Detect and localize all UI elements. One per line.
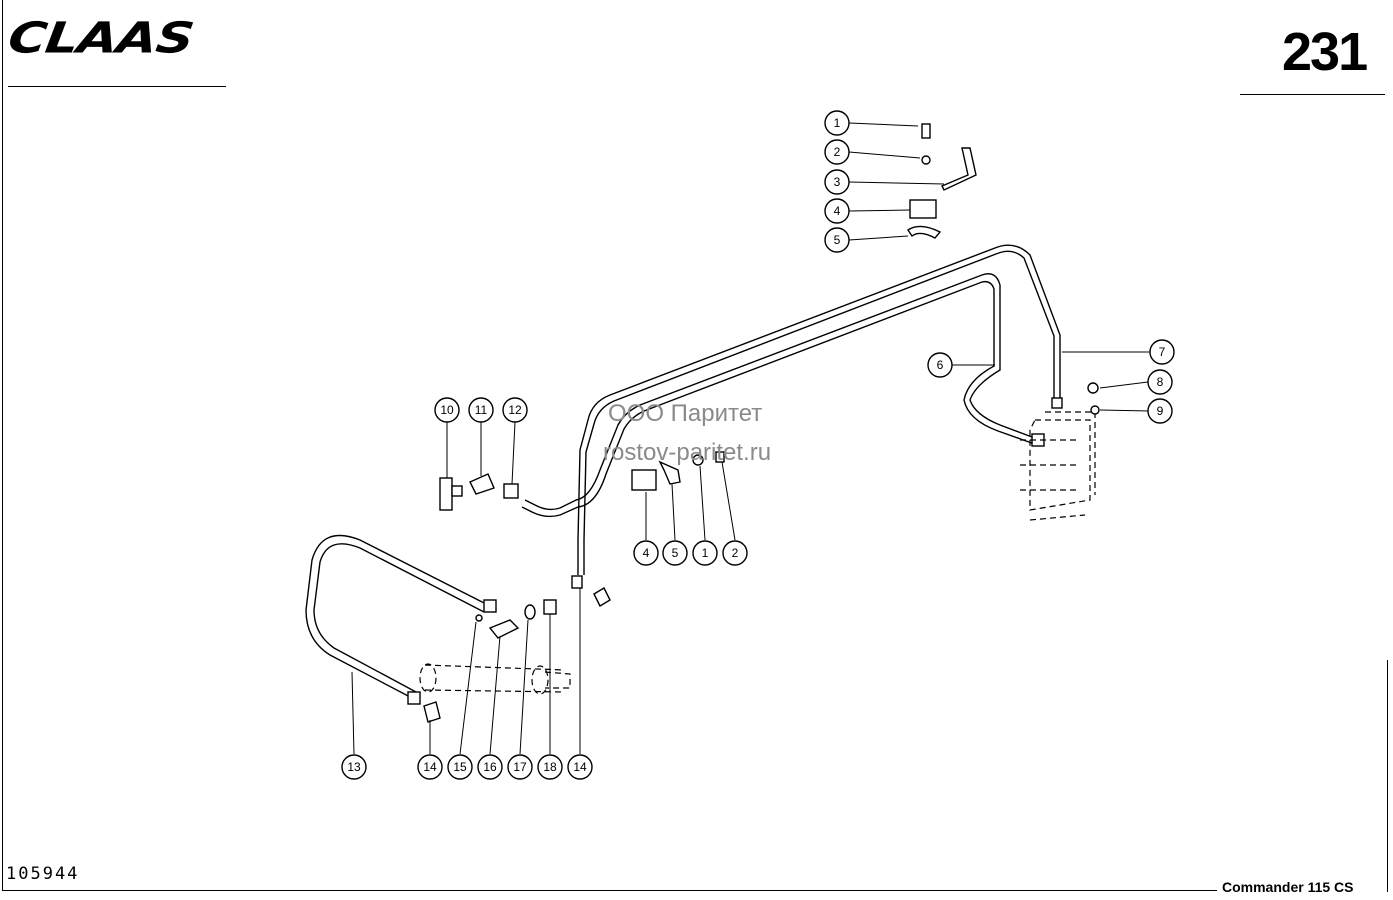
washer-part (524, 604, 536, 620)
clamp-group-top (907, 123, 977, 239)
svg-text:7: 7 (1159, 345, 1166, 359)
pipe-6 (521, 273, 1045, 518)
callout-9: 9 (1147, 398, 1173, 424)
swivel-part (488, 619, 520, 639)
svg-text:12: 12 (508, 403, 522, 417)
callout-top-3: 3 (824, 169, 850, 195)
svg-text:18: 18 (543, 760, 557, 774)
callout-6: 6 (927, 352, 953, 378)
nut-part (921, 155, 931, 165)
callout-12: 12 (502, 397, 528, 423)
tee-fitting (439, 477, 453, 511)
clamp-half-part (907, 225, 942, 239)
svg-text:14: 14 (573, 760, 587, 774)
leaders-top (848, 122, 945, 241)
clamp-block-part (909, 199, 937, 219)
nut-part (692, 454, 704, 466)
callout-7: 7 (1149, 339, 1175, 365)
hose-end (407, 691, 421, 705)
svg-text:1: 1 (702, 546, 709, 560)
callout-top-5: 5 (824, 227, 850, 253)
svg-text:15: 15 (453, 760, 467, 774)
callout-10: 10 (434, 397, 460, 423)
clamp-group-middle (631, 451, 736, 541)
svg-text:8: 8 (1157, 375, 1164, 389)
valve-block (1020, 397, 1096, 521)
elbow-part (593, 587, 611, 607)
svg-text:1: 1 (834, 116, 841, 130)
model-name: Commander 115 CS (1222, 879, 1354, 895)
callout-14a: 14 (417, 754, 443, 780)
nut-part (543, 599, 557, 615)
svg-text:17: 17 (513, 760, 527, 774)
tee-branch (451, 485, 463, 497)
svg-text:4: 4 (834, 204, 841, 218)
leader-8 (1099, 381, 1149, 389)
svg-text:9: 9 (1157, 404, 1164, 418)
callout-11: 11 (468, 397, 494, 423)
clamp-block-part (631, 469, 657, 491)
page-border-right (1387, 660, 1388, 892)
pipe-7 (577, 244, 1061, 575)
callout-top-4: 4 (824, 198, 850, 224)
callout-top-2: 2 (824, 139, 850, 165)
svg-text:2: 2 (834, 145, 841, 159)
hose-13 (305, 534, 497, 755)
fitting-group-bottom (423, 575, 611, 755)
clamp-half-part (658, 460, 681, 485)
callout-mid-5: 5 (662, 540, 688, 566)
part-8 (1087, 382, 1099, 394)
svg-text:16: 16 (483, 760, 497, 774)
svg-text:11: 11 (475, 403, 488, 417)
elbow-part (423, 701, 441, 723)
svg-text:5: 5 (672, 546, 679, 560)
watermark-company: ООО Паритет (608, 400, 763, 427)
bracket-part (941, 147, 977, 191)
callout-14b: 14 (567, 754, 593, 780)
svg-text:14: 14 (423, 760, 437, 774)
svg-text:3: 3 (834, 175, 841, 189)
callout-18: 18 (537, 754, 563, 780)
page-border-left (2, 0, 3, 890)
adapter-fitting (503, 483, 519, 499)
leader-9 (1099, 409, 1149, 412)
pipe-7-fitting (1051, 397, 1063, 409)
callout-mid-1: 1 (692, 540, 718, 566)
drawing-number: 105944 (6, 864, 80, 884)
bolt-part (715, 451, 725, 463)
fitting-group-left (439, 421, 519, 511)
callout-mid-2: 2 (722, 540, 748, 566)
page-border-bottom (2, 890, 1217, 891)
page-number: 231 (1282, 22, 1368, 82)
logo-underline (8, 86, 226, 87)
callout-13: 13 (341, 754, 367, 780)
elbow-fitting (469, 473, 495, 495)
svg-text:6: 6 (937, 358, 944, 372)
callout-mid-4: 4 (633, 540, 659, 566)
watermark-url: rostov-paritet.ru (603, 439, 772, 466)
svg-text:4: 4 (643, 546, 650, 560)
callout-top-1: 1 (824, 110, 850, 136)
bolt-part (921, 123, 931, 139)
hose-end (483, 599, 497, 613)
callout-16: 16 (477, 754, 503, 780)
callout-15: 15 (447, 754, 473, 780)
part-9 (1090, 405, 1100, 415)
fitting-part (571, 575, 583, 589)
svg-text:2: 2 (732, 546, 739, 560)
svg-text:13: 13 (347, 760, 361, 774)
oring-part (475, 614, 483, 622)
svg-text:5: 5 (834, 233, 841, 247)
page-number-underline (1240, 94, 1385, 95)
callout-17: 17 (507, 754, 533, 780)
callout-8: 8 (1147, 369, 1173, 395)
svg-text:10: 10 (440, 403, 454, 417)
